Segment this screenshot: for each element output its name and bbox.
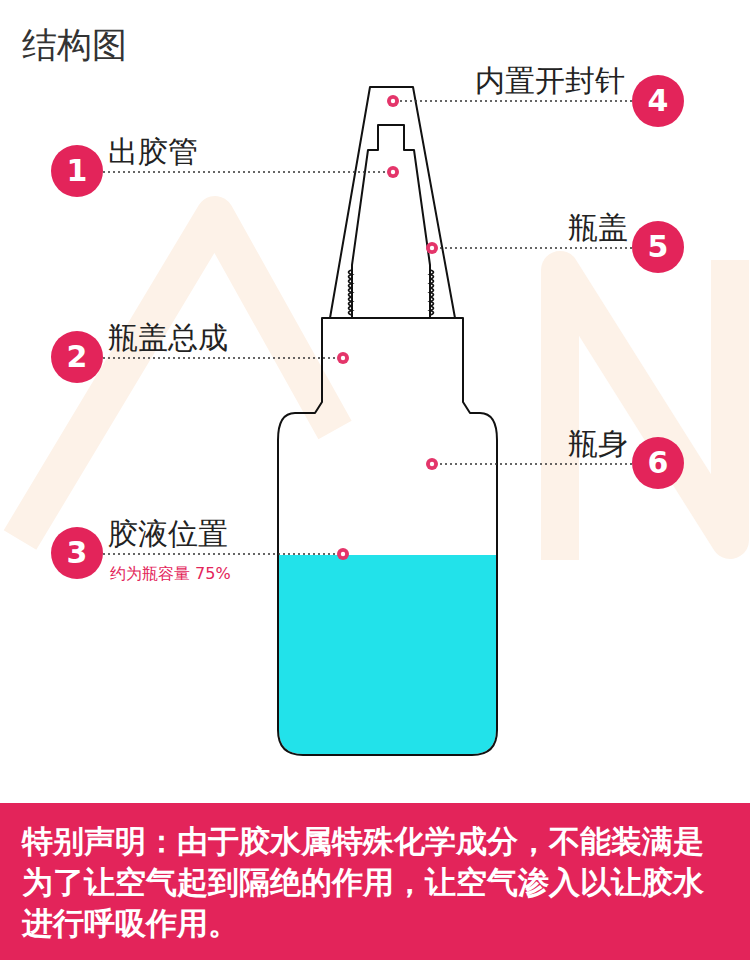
part-name: 内置开封针 bbox=[475, 64, 625, 97]
callout-number: 2 bbox=[51, 331, 103, 383]
part-name: 瓶身 bbox=[568, 427, 628, 460]
part-name: 出胶管 bbox=[108, 135, 198, 168]
callout-digit: 5 bbox=[648, 232, 669, 262]
callout-digit: 3 bbox=[67, 538, 88, 568]
part-name: 瓶盖总成 bbox=[108, 321, 228, 354]
screw-thread bbox=[349, 270, 434, 315]
notice-text: 特别声明：由于胶水属特殊化学成分，不能装满是 为了让空气起到隔绝的作用，让空气渗… bbox=[22, 821, 734, 944]
callout-number: 6 bbox=[632, 437, 684, 489]
inner-tube bbox=[352, 125, 430, 318]
glue-liquid bbox=[279, 555, 496, 754]
part-name: 胶液位置 bbox=[108, 517, 228, 550]
part-name: 瓶盖 bbox=[568, 211, 628, 244]
diagram-title: 结构图 bbox=[22, 26, 127, 65]
callout-number: 1 bbox=[51, 145, 103, 197]
callout-number: 4 bbox=[632, 75, 684, 127]
callout-digit: 6 bbox=[648, 448, 669, 478]
notice-banner: 特别声明：由于胶水属特殊化学成分，不能装满是 为了让空气起到隔绝的作用，让空气渗… bbox=[0, 803, 750, 960]
cap-joint bbox=[322, 317, 463, 319]
leader-lines bbox=[103, 101, 632, 554]
leader-dots bbox=[337, 95, 438, 560]
callout-number: 3 bbox=[51, 527, 103, 579]
note-text: 约为瓶容量 75% bbox=[110, 565, 231, 583]
callout-digit: 2 bbox=[67, 342, 88, 372]
callout-number: 5 bbox=[632, 221, 684, 273]
watermark bbox=[20, 215, 730, 560]
callout-digit: 1 bbox=[67, 156, 88, 186]
bottle-outline bbox=[278, 87, 497, 755]
callout-digit: 4 bbox=[648, 86, 669, 116]
